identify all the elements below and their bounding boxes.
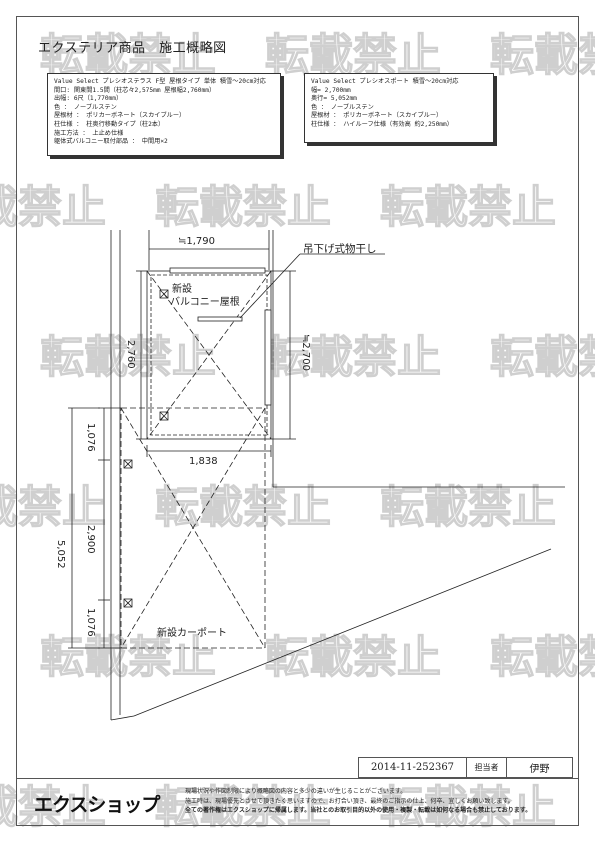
- spec-line: 屋根材 ： ポリカーボネート（スカイブルー）: [311, 112, 443, 120]
- spec-line: 柱仕様 ： ハイルーフ仕様（有効高 約2,250mm）: [311, 120, 453, 128]
- spec-line: 幅= 2,700mm: [311, 86, 351, 94]
- notice-line: 施工時は、現場優先とさせて頂きたく思いますので、お打合い頂き、最終のご指示の仕上…: [185, 797, 514, 805]
- dim-mid-width: 1,838: [189, 456, 218, 467]
- dim-right-depth: ≒2,700: [300, 334, 311, 372]
- dim-left-depth: 2,760: [125, 340, 136, 369]
- spec-line: 色 ： ノーブルステン: [311, 103, 374, 111]
- spec-line: 色 ： ノーブルステン: [54, 103, 117, 111]
- dim-top-width: ≒1,790: [178, 236, 216, 247]
- spec-box-carport: Value Select プレシオスポート 積雪～20cm対応 幅= 2,700…: [304, 73, 494, 143]
- balcony-beam: [169, 267, 266, 274]
- balcony-roof-cross-b: [146, 270, 272, 440]
- spec-line: 施工方法 ： 上止め仕様: [54, 129, 124, 137]
- balcony-label-line1: 新設: [172, 284, 192, 295]
- post-marker-carport-1: [123, 459, 133, 469]
- notice-line: 現場状況や作図制限により概略図の内容と多少の違いが生じることがございます。: [185, 788, 407, 795]
- post-marker-mid: [159, 411, 169, 421]
- footer-notice: 現場状況や作図制限により概略図の内容と多少の違いが生じることがございます。 施工…: [185, 787, 531, 816]
- balcony-label-line2: バルコニー屋根: [170, 297, 240, 308]
- footer-divider: [17, 778, 578, 779]
- drawing-id: 2014-11-252367: [359, 758, 467, 777]
- road-edge: [133, 548, 552, 717]
- page-title: エクステリア商品 施工概略図: [38, 41, 227, 56]
- spec-box-terrace: Value Select プレシオステラス F型 屋根タイプ 単体 積雪～20c…: [47, 73, 281, 156]
- dim-2900: 2,900: [85, 525, 96, 554]
- dim-5052: 5,052: [55, 540, 66, 569]
- spec-line: 柱仕様 ： 柱奥行移動タイプ（柱2本）: [54, 120, 165, 128]
- spec-line: 出幅: 6尺（1,770mm）: [54, 95, 123, 103]
- notice-copyright: 全ての著作権はエクスショップに帰属します。当社とのお取引目的以外の使用・複製・転…: [185, 807, 532, 814]
- balcony-post-right: [264, 309, 272, 406]
- dim-1076-bottom: 1,076: [85, 608, 96, 637]
- hanger-label: 吊下げ式物干し: [303, 243, 377, 255]
- carport-cross-b: [120, 407, 266, 649]
- post-marker-upper: [159, 289, 169, 299]
- dim-1076-top: 1,076: [85, 423, 96, 452]
- spec-line: Value Select プレシオスポート 積雪～20cm対応: [311, 78, 459, 85]
- hanger-leader: [239, 253, 301, 319]
- post-marker-carport-2: [123, 598, 133, 608]
- spec-line: 奥行= 5,052mm: [311, 95, 357, 103]
- carport-outline: [120, 407, 266, 649]
- spec-line: Value Select プレシオステラス F型 屋根タイプ 単体 積雪～20c…: [54, 78, 266, 85]
- brand-logo: エクスショップ: [34, 794, 160, 816]
- drawing-frame: [16, 16, 579, 826]
- staff-role-label: 担当者: [467, 758, 507, 777]
- spec-line: 躯体式バルコニー取付部品 ： 中間用×2: [54, 138, 168, 146]
- carport-label: 新設カーポート: [157, 628, 227, 639]
- title-block: 2014-11-252367 担当者 伊野: [358, 757, 573, 778]
- staff-name: 伊野: [529, 764, 550, 775]
- spec-line: 間口: 関東間1.5間（柱芯々2,575mm 屋根幅2,760mm）: [54, 86, 216, 94]
- house-wall-cap: [110, 715, 135, 721]
- hanger-bar: [197, 316, 243, 322]
- spec-line: 屋根材 ： ポリカーボネート（スカイブルー）: [54, 112, 186, 120]
